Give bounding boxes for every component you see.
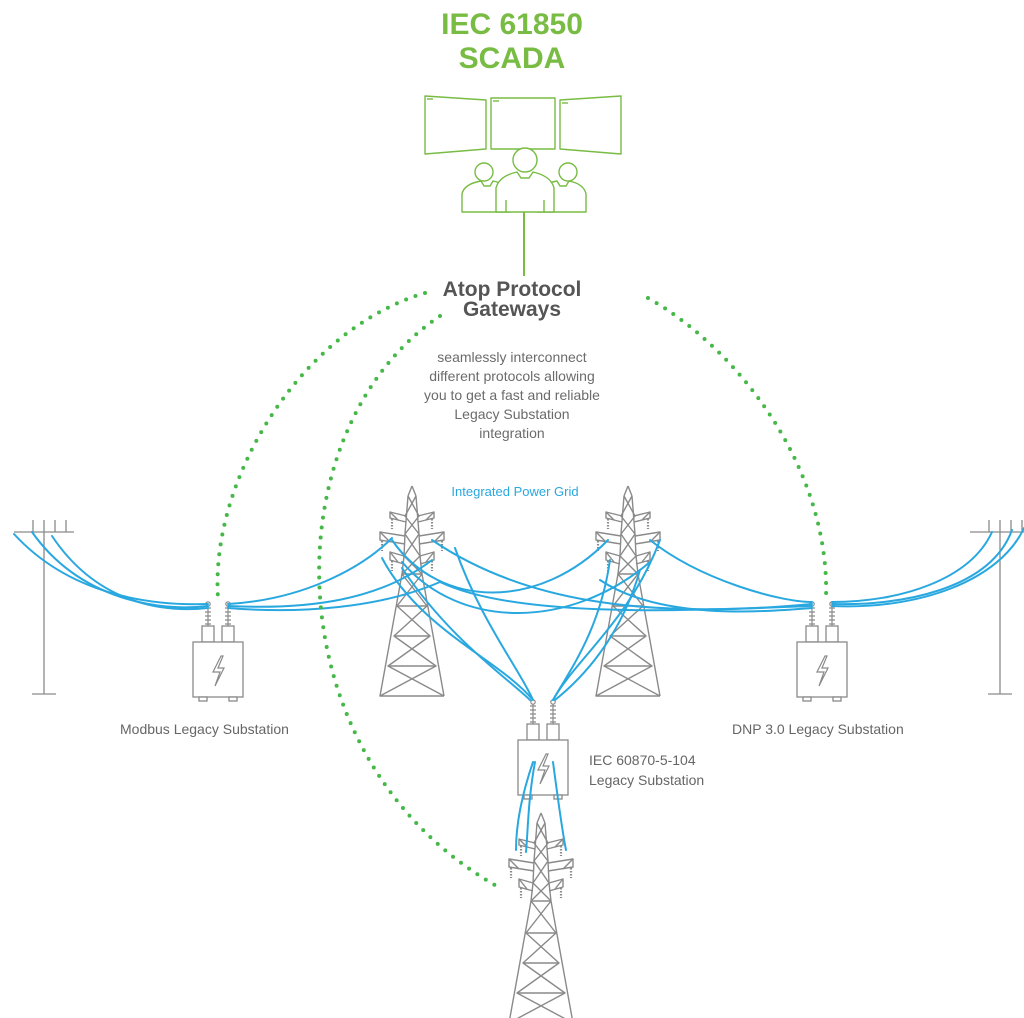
gateway-title-line2: Gateways xyxy=(462,298,562,321)
gateway-title-line1: Atop Protocol xyxy=(442,278,582,301)
modbus-substation-label: Modbus Legacy Substation xyxy=(120,721,289,737)
monitors-with-operators-icon xyxy=(424,95,622,213)
iec104-substation-label: IEC 60870-5-104 Legacy Substation xyxy=(589,750,749,790)
gateway-description-line: seamlessly interconnect xyxy=(437,349,587,365)
dnp-substation-label: DNP 3.0 Legacy Substation xyxy=(732,721,904,737)
power-grid-label: Integrated Power Grid xyxy=(451,484,579,499)
gateway-description-line: different protocols allowing xyxy=(429,368,595,384)
scada-title: IEC 61850 SCADA xyxy=(412,8,612,76)
scada-title-line1: IEC 61850 xyxy=(441,8,583,41)
iec104-label-line2: Legacy Substation xyxy=(589,772,705,788)
gateway-dotted-links xyxy=(215,291,829,890)
power-lines xyxy=(13,527,1024,853)
gateway-title: Atop Protocol Gateways xyxy=(412,278,612,321)
gateway-description-line: integration xyxy=(479,425,545,441)
iec104-label-line1: IEC 60870-5-104 xyxy=(589,752,696,768)
gateway-description-line: you to get a fast and reliable xyxy=(424,387,600,403)
gateway-description-line: Legacy Substation xyxy=(454,406,570,422)
gateway-description: seamlessly interconnect different protoc… xyxy=(402,348,622,443)
scada-title-line2: SCADA xyxy=(458,42,566,75)
